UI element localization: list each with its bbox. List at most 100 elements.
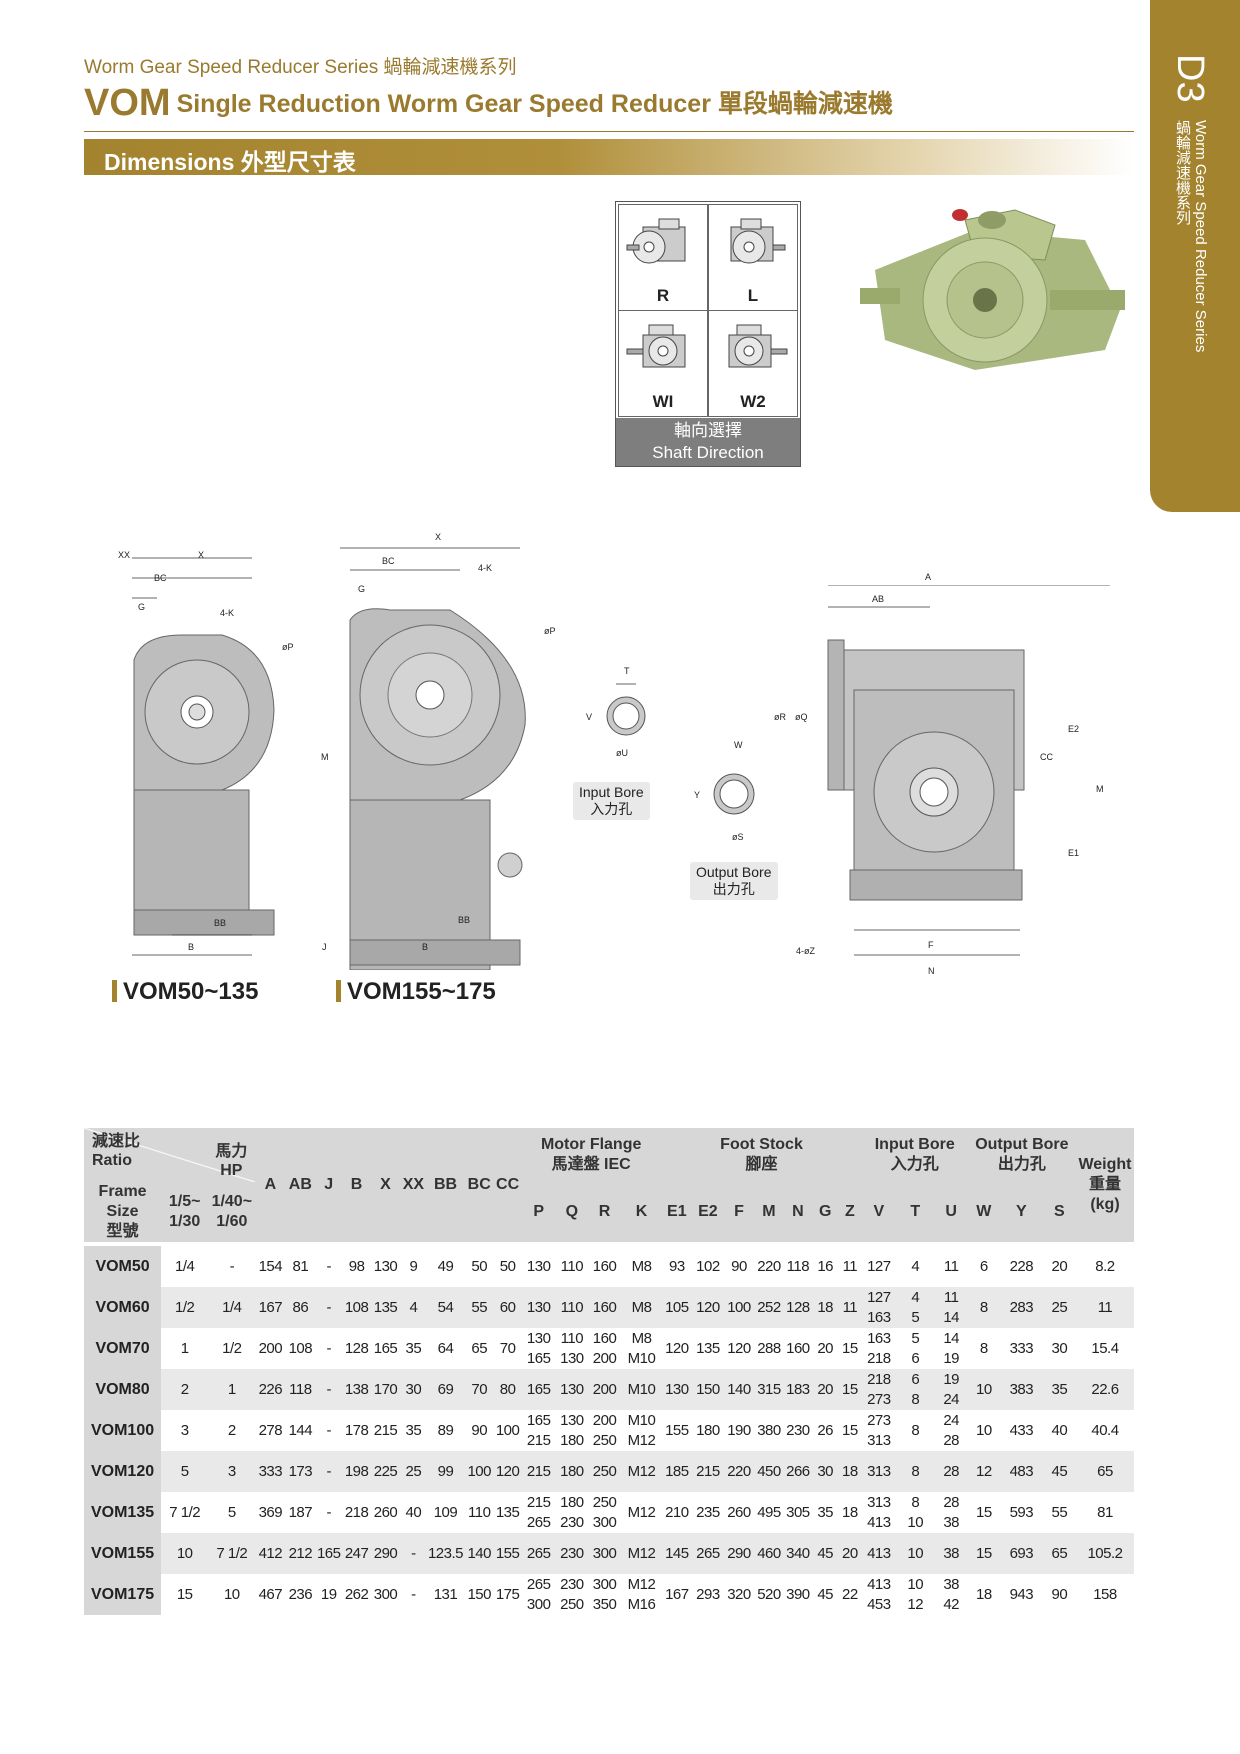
outbore-cn: 出力孔 <box>997 1156 1046 1173</box>
cell-xx: 30 <box>399 1369 427 1410</box>
cell-p: 215 265 <box>526 1493 551 1531</box>
corner-ratio-cn: 減速比 <box>92 1133 141 1150</box>
cell-e2: 135 <box>696 1339 720 1357</box>
cell-cc: 80 <box>494 1369 521 1410</box>
cell-r: 160 <box>592 1257 617 1275</box>
cell-q: 130 180 <box>560 1411 584 1449</box>
cell-w: 8 <box>979 1339 988 1357</box>
dim-e2: E2 <box>1068 724 1080 734</box>
col-m: M <box>754 1182 784 1242</box>
cell-f: 120 <box>727 1339 751 1357</box>
cell-n: 183 <box>783 1369 813 1410</box>
cell-ab: 108 <box>288 1339 313 1357</box>
corner-hp-cn: 馬力 <box>215 1143 248 1160</box>
cell-xx: - <box>411 1585 416 1603</box>
cell-wt: 158 <box>1093 1585 1117 1603</box>
cell-wt: 105.2 <box>1075 1533 1134 1574</box>
cell-g: 45 <box>812 1533 839 1574</box>
cell-b: 138 <box>342 1369 372 1410</box>
header-rule <box>84 131 1134 132</box>
cell-q: 230 250 <box>560 1575 584 1613</box>
title-rest: Single Reduction Worm Gear Speed Reducer… <box>176 90 893 118</box>
caption-vom50-135-text: VOM50~135 <box>123 978 259 1005</box>
dim-u: øU <box>616 748 628 758</box>
motor-cn: 馬達盤 IEC <box>551 1156 631 1173</box>
cell-e1: 167 <box>665 1585 689 1603</box>
cell-v: 413 453 <box>867 1575 891 1613</box>
corner-hp-en: HP <box>220 1162 243 1179</box>
cell-n: 128 <box>783 1287 813 1328</box>
cell-cc: 175 <box>495 1585 520 1603</box>
cell-r1: 7 1/2 <box>169 1503 201 1521</box>
ratio2-a: 1/40~ <box>211 1193 253 1210</box>
dim-y: Y <box>694 790 701 800</box>
cell-s: 90 <box>1051 1585 1068 1603</box>
shaft-w1-illustration <box>626 324 686 368</box>
col-n: N <box>783 1182 813 1242</box>
cell-e2: 215 <box>692 1451 724 1492</box>
cell-s: 20 <box>1051 1257 1068 1275</box>
cell-u: 24 28 <box>943 1411 959 1449</box>
ratio1-b: 1/30 <box>169 1213 201 1230</box>
cell-v: 127 163 <box>861 1287 896 1328</box>
dim2-x: X <box>435 532 442 542</box>
cell-s: 45 <box>1042 1451 1076 1492</box>
cell-y: 433 <box>1009 1421 1034 1439</box>
shaft-direction-label: 軸向選擇 Shaft Direction <box>616 418 800 466</box>
cell-bb: 99 <box>426 1451 465 1492</box>
cell-frame: VOM120 <box>84 1451 162 1492</box>
cell-j: - <box>326 1503 331 1521</box>
cell-a: 226 <box>255 1369 286 1410</box>
cell-bc: 55 <box>464 1287 495 1328</box>
input-bore-cn: 入力孔 <box>590 801 633 817</box>
cell-m: 315 <box>754 1369 784 1410</box>
cell-v: 127 <box>867 1257 891 1275</box>
cell-cc: 60 <box>494 1287 521 1328</box>
cell-y: 333 <box>1009 1339 1034 1357</box>
dim-s: øS <box>732 832 744 842</box>
dim-x: X <box>198 550 205 560</box>
cell-n: 340 <box>783 1533 813 1574</box>
cell-j: - <box>315 1451 343 1492</box>
cell-r2: 1/4 <box>208 1287 256 1328</box>
cell-e2: 102 <box>696 1257 720 1275</box>
cell-g: 35 <box>817 1503 834 1521</box>
row-spacer <box>84 1242 1134 1246</box>
cell-m: 220 <box>757 1257 781 1275</box>
cell-t: 8 <box>911 1421 920 1439</box>
cell-m: 460 <box>754 1533 784 1574</box>
shaft-label-w2: W2 <box>740 392 766 411</box>
output-bore-en: Output Bore <box>696 864 772 880</box>
cell-f: 90 <box>731 1257 747 1275</box>
cell-w: 15 <box>976 1503 992 1521</box>
cell-r1: 3 <box>180 1421 189 1439</box>
dim-r: øR <box>774 712 786 722</box>
cell-y: 693 <box>999 1533 1043 1574</box>
cell-e1: 155 <box>665 1421 689 1439</box>
cell-r: 300 <box>587 1533 622 1574</box>
cell-g: 16 <box>817 1257 834 1275</box>
ratio1-a: 1/5~ <box>168 1193 201 1210</box>
cell-g: 20 <box>817 1339 834 1357</box>
cell-f: 220 <box>723 1451 755 1492</box>
cell-u: 19 24 <box>934 1369 968 1410</box>
cell-r2: 5 <box>227 1503 236 1521</box>
cell-r: 160 <box>587 1287 622 1328</box>
dim-bc: BC <box>154 573 167 583</box>
cell-a: 154 <box>258 1257 283 1275</box>
cell-x: 135 <box>371 1287 400 1328</box>
col-g: G <box>812 1182 839 1242</box>
cell-frame: VOM175 <box>84 1574 162 1615</box>
cell-ab: 212 <box>285 1533 316 1574</box>
